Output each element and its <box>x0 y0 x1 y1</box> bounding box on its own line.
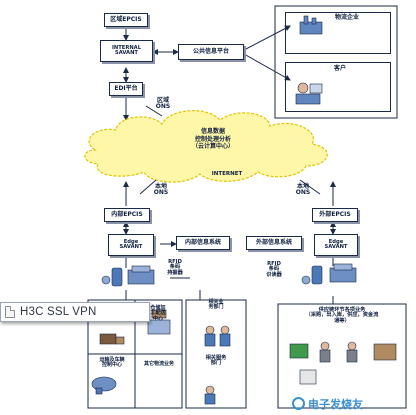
middle-bottom-frame <box>185 299 247 409</box>
factory-icon <box>299 15 323 35</box>
local-ons-left-label: 本地 ONS <box>153 183 169 197</box>
warehouse-center-label: 仓储加 工配送 中心 <box>150 305 166 322</box>
logistics-company-label: 物流企业 <box>334 14 359 21</box>
external-epcis-label: 外部EPCIS <box>319 210 351 218</box>
internal-info-system-label: 内部信息系统 <box>184 238 221 246</box>
customer-panel <box>285 62 391 112</box>
car-icon <box>91 376 117 395</box>
related-service-label: 相关服务 部门 <box>205 355 227 367</box>
supply-chain-icon <box>289 341 397 385</box>
watermark: 电子发烧友 <box>292 396 363 412</box>
internal-savant-label: INTERNAL SAVANT <box>111 44 141 56</box>
region-epcis-label: 区域EPCIS <box>110 15 142 23</box>
device-cluster-right-icon <box>301 263 357 285</box>
line-local-ons-left <box>139 179 157 195</box>
device-cluster-left-icon <box>101 265 155 287</box>
internal-epcis-box: 内部EPCIS <box>104 208 150 222</box>
line-platform-to-logistics <box>243 25 291 51</box>
rfid-reader-left-label: RFID 条码 持握器 <box>167 259 183 276</box>
internal-epcis-label: 内部EPCIS <box>111 210 143 218</box>
edi-platform-label: EDI平台 <box>114 84 138 92</box>
service-people-icon <box>204 325 231 405</box>
region-epcis-box: 区域EPCIS <box>104 13 148 27</box>
edge-savant-left-label: Edge SAVANT <box>119 238 143 250</box>
transport-center-label: 运输及车辆 控制中心 <box>99 357 125 369</box>
external-info-system-label: 外部信息系统 <box>255 238 292 246</box>
edge-savant-right-label: Edge SAVANT <box>324 238 348 250</box>
truck-icon <box>99 333 125 345</box>
public-platform-label: 公共信息平台 <box>192 47 229 55</box>
line-platform-to-customer <box>243 53 291 81</box>
line-region-ons <box>145 105 163 117</box>
related-business-top-label: 相关业 务部门 <box>208 299 224 311</box>
customer-label: 客户 <box>333 65 346 72</box>
logistics-company-panel <box>285 12 391 54</box>
edi-platform-box: EDI平台 <box>109 82 143 96</box>
public-platform-box: 公共信息平台 <box>178 44 244 60</box>
vpn-tooltip[interactable]: H3C SSL VPN <box>0 302 150 322</box>
supply-chain-business-label: 供应链环节各项业务 （采购，出入库，供应，资金流 通等） <box>305 307 379 324</box>
local-ons-right-label: 本地 ONS <box>295 183 311 197</box>
region-ons-label: 区域 ONS <box>155 97 171 111</box>
edge-savant-right-box: Edge SAVANT <box>314 234 358 256</box>
document-icon <box>5 306 15 318</box>
edge-savant-left-box: Edge SAVANT <box>108 234 154 256</box>
warehouse-icon <box>147 309 171 335</box>
internet-cloud <box>84 110 328 183</box>
internet-label: INTERNET <box>211 171 243 177</box>
vpn-tooltip-text: H3C SSL VPN <box>20 306 97 318</box>
rfid-reader-right-label: RFID 条码 识读器 <box>266 261 282 278</box>
external-info-system-box: 外部信息系统 <box>246 236 302 250</box>
internal-savant-box: INTERNAL SAVANT <box>100 40 153 62</box>
internal-info-system-box: 内部信息系统 <box>176 236 230 250</box>
watermark-logo-icon <box>292 397 305 410</box>
watermark-text: 电子发烧友 <box>308 399 363 411</box>
line-local-ons-right <box>299 179 321 195</box>
customer-icon <box>295 82 323 105</box>
external-epcis-box: 外部EPCIS <box>312 208 358 222</box>
cloud-center-label: 信息数据 控制处理分析 （云计算中心） <box>191 128 234 150</box>
other-business-label: 其它物流业务 <box>143 361 174 367</box>
